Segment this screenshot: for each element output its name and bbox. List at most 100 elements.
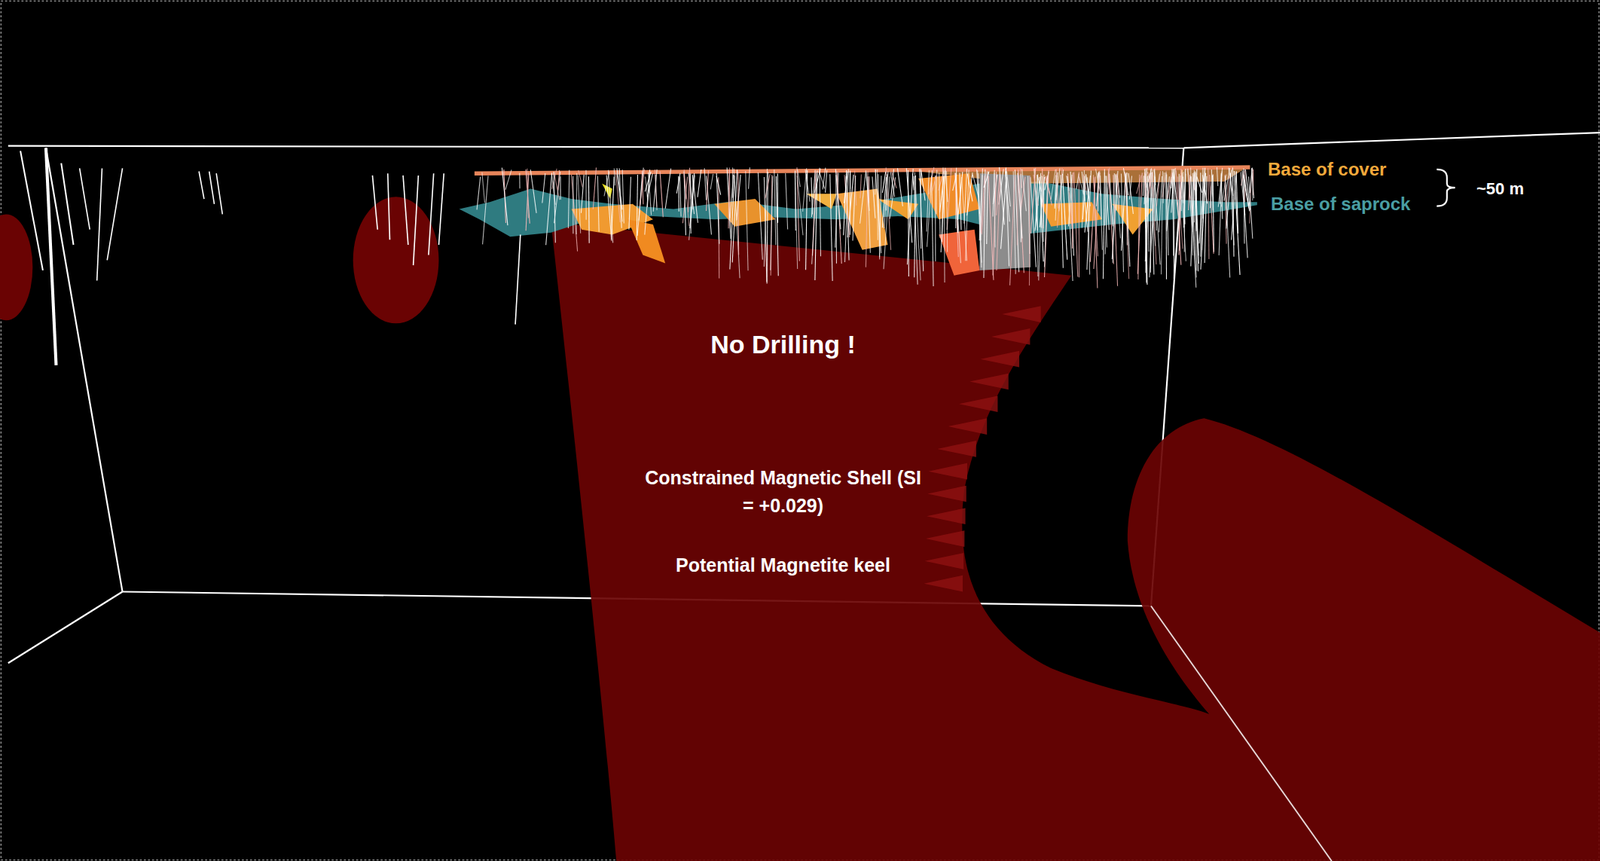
drill-hole <box>934 175 936 262</box>
drill-hole <box>1035 174 1038 230</box>
drill-hole <box>683 174 687 200</box>
drill-hole <box>659 171 663 218</box>
drill-hole <box>501 167 508 226</box>
drill-hole <box>1044 175 1048 268</box>
drill-hole <box>706 170 709 212</box>
drill-hole <box>1156 170 1161 206</box>
bounding-box-edge <box>1183 132 1600 148</box>
drill-hole <box>97 167 103 281</box>
drill-hole <box>765 174 770 199</box>
drill-hole <box>1218 170 1222 255</box>
drill-hole <box>1248 177 1253 239</box>
drill-hole <box>1209 174 1214 254</box>
drill-hole <box>20 150 43 270</box>
drill-hole <box>519 173 520 189</box>
drill-hole <box>629 177 632 230</box>
drill-hole <box>732 167 733 199</box>
drill-hole <box>622 169 624 223</box>
drill-hole <box>1115 174 1117 211</box>
drill-hole <box>927 170 933 247</box>
drill-hole <box>733 168 740 279</box>
drill-hole <box>1218 167 1222 208</box>
drill-hole <box>1112 173 1115 263</box>
drill-hole <box>515 234 521 324</box>
drill-hole <box>403 175 409 245</box>
drill-hole <box>1074 171 1078 277</box>
drill-hole <box>616 167 623 210</box>
drill-hole <box>1067 176 1073 281</box>
drill-hole <box>736 174 741 221</box>
drill-hole <box>806 170 808 270</box>
drill-hole <box>525 173 529 232</box>
drill-hole <box>1138 174 1140 280</box>
drill-hole <box>796 175 804 236</box>
shell-shading <box>980 351 1020 368</box>
interpretation-label: Potential Magnetite keel <box>641 553 925 577</box>
drill-hole <box>216 173 223 214</box>
drill-hole <box>994 172 996 248</box>
drill-hole <box>706 176 712 236</box>
drill-hole <box>728 169 730 229</box>
drill-hole <box>1068 174 1072 227</box>
drill-hole <box>1172 168 1176 281</box>
dimension-label: ~50 m <box>1474 179 1527 199</box>
drill-hole <box>542 173 546 203</box>
drill-hole <box>638 173 643 221</box>
drill-hole <box>939 172 941 238</box>
drill-hole <box>912 173 914 190</box>
drill-hole <box>745 170 749 271</box>
drill-hole <box>885 174 888 211</box>
drill-hole <box>567 170 569 229</box>
drill-hole <box>897 167 903 206</box>
drill-hole <box>577 175 581 234</box>
drill-hole <box>1178 168 1182 255</box>
regolith-patch <box>627 219 666 263</box>
drill-hole <box>931 175 934 287</box>
drill-hole <box>639 169 645 211</box>
drill-hole <box>530 169 537 214</box>
drill-hole <box>505 169 512 190</box>
drill-hole <box>1128 173 1133 214</box>
drill-hole <box>946 170 948 252</box>
drill-hole <box>1196 177 1203 193</box>
shell-shading <box>958 395 998 413</box>
drill-hole <box>1076 173 1079 190</box>
drill-hole <box>1030 167 1036 234</box>
drill-hole <box>1020 174 1022 243</box>
magnetic-body <box>353 196 440 324</box>
drill-hole <box>665 168 671 209</box>
shell-shading <box>925 530 965 547</box>
drill-hole <box>588 176 590 244</box>
drill-hole <box>763 168 767 267</box>
drill-hole <box>1142 175 1145 196</box>
drill-hole <box>683 171 686 236</box>
drill-hole <box>906 167 912 243</box>
drill-hole <box>1060 174 1063 269</box>
bounding-box-edge <box>45 147 123 592</box>
drill-hole <box>683 169 690 226</box>
shell-shading <box>925 552 964 570</box>
magnetic-shell-region: No Drilling !Constrained Magnetic Shell … <box>641 329 925 577</box>
drill-hole <box>1078 171 1080 278</box>
drill-hole <box>867 176 871 253</box>
drill-hole <box>647 173 654 197</box>
bounding-box-edge <box>8 146 1184 149</box>
drill-hole <box>704 167 706 200</box>
drill-hole <box>805 169 810 202</box>
drill-hole <box>1154 168 1158 231</box>
drill-hole <box>572 176 574 234</box>
drill-hole <box>559 176 561 200</box>
drill-hole <box>737 171 739 255</box>
drill-hole <box>209 171 215 205</box>
bounding-box-edge <box>1151 605 1332 861</box>
shell-shading <box>926 507 965 525</box>
drill-hole <box>644 171 651 193</box>
magnetic-body <box>0 213 33 321</box>
drill-hole <box>716 176 721 196</box>
drill-hole <box>964 168 968 223</box>
drill-hole <box>1062 174 1067 260</box>
drill-hole <box>1071 172 1074 249</box>
drill-hole <box>1079 177 1084 195</box>
drill-hole <box>580 174 584 214</box>
